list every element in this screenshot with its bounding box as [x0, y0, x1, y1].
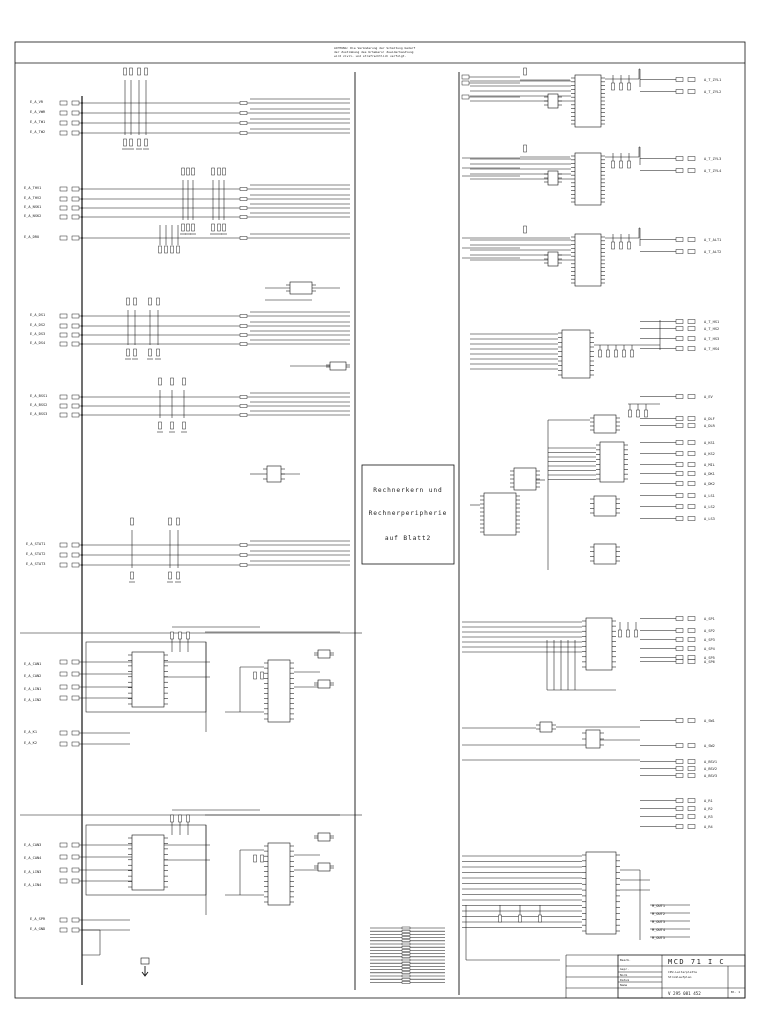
- svg-text:E_A_LIN4: E_A_LIN4: [24, 883, 41, 887]
- center-label-block: Rechnerkern und Rechnerperipherie auf Bl…: [361, 464, 455, 565]
- svg-text:M_OUT3: M_OUT3: [652, 920, 665, 924]
- svg-text:A_R3: A_R3: [704, 815, 713, 819]
- svg-text:E_A_TW2: E_A_TW2: [30, 130, 45, 134]
- svg-text:A_T_HS1: A_T_HS1: [704, 320, 719, 324]
- svg-text:A_DK1: A_DK1: [704, 472, 715, 476]
- svg-text:E_A_LIN3: E_A_LIN3: [24, 870, 41, 874]
- svg-text:E_A_GND: E_A_GND: [30, 927, 45, 931]
- svg-text:ACHTUNG: Die Veränderung der S: ACHTUNG: Die Veränderung der Schaltung b…: [334, 46, 415, 50]
- svg-text:E_A_DS3: E_A_DS3: [30, 332, 45, 336]
- svg-text:A_T_ALT2: A_T_ALT2: [704, 250, 721, 254]
- svg-text:Gepr.: Gepr.: [620, 967, 629, 971]
- svg-text:E_A_CAN4: E_A_CAN4: [24, 856, 41, 860]
- svg-text:A_SP4: A_SP4: [704, 647, 715, 651]
- svg-text:E_A_SPR: E_A_SPR: [30, 917, 46, 921]
- svg-text:Datum: Datum: [620, 978, 629, 982]
- svg-text:Rechnerperipherie: Rechnerperipherie: [369, 510, 448, 517]
- drawing-name: MCD 71 I C: [668, 958, 725, 966]
- svg-text:A_DLR: A_DLR: [704, 424, 716, 428]
- title-block: Bearb. Gepr. Norm Datum Name MCD 71 I C …: [565, 954, 746, 999]
- svg-text:E_A_NSK2: E_A_NSK2: [24, 214, 41, 218]
- ground-symbol: [140, 957, 150, 977]
- svg-text:A_KS1: A_KS1: [704, 441, 715, 445]
- svg-text:A_R4: A_R4: [704, 825, 713, 829]
- svg-text:E_A_DS4: E_A_DS4: [30, 341, 45, 345]
- drawing-number: V 295 081 452: [668, 991, 701, 996]
- svg-text:A_SP2: A_SP2: [704, 629, 715, 633]
- svg-text:A_SP5: A_SP5: [704, 656, 715, 660]
- svg-text:A_SP6: A_SP6: [704, 660, 715, 664]
- svg-text:E_A_STAT2: E_A_STAT2: [26, 552, 45, 556]
- svg-text:E_A_TW1: E_A_TW1: [30, 120, 45, 124]
- svg-text:E_A_K2: E_A_K2: [24, 741, 37, 745]
- svg-text:Bl. 1: Bl. 1: [731, 990, 740, 994]
- svg-text:E_A_CAN1: E_A_CAN1: [24, 662, 41, 666]
- svg-text:A_T_ZYL3: A_T_ZYL3: [704, 157, 721, 161]
- svg-text:A_T_ZYL4: A_T_ZYL4: [704, 169, 721, 173]
- svg-text:E_A_STAT3: E_A_STAT3: [26, 562, 45, 566]
- svg-text:A_T_HS4: A_T_HS4: [704, 347, 719, 351]
- svg-text:A_T_HS3: A_T_HS3: [704, 337, 719, 341]
- svg-text:A_DK2: A_DK2: [704, 482, 715, 486]
- svg-text:Norm: Norm: [620, 973, 627, 977]
- svg-text:der Zustimmung des Urhebers! Z: der Zustimmung des Urhebers! Zuwiderhand…: [334, 50, 414, 54]
- svg-text:M_OUT2: M_OUT2: [652, 912, 665, 916]
- svg-text:E_A_LIN1: E_A_LIN1: [24, 687, 41, 691]
- svg-text:E_A_K1: E_A_K1: [24, 730, 37, 734]
- svg-text:A_SP1: A_SP1: [704, 617, 715, 621]
- svg-text:Name: Name: [620, 983, 627, 987]
- svg-text:E_A_NSK1: E_A_NSK1: [24, 205, 41, 209]
- svg-text:M_OUT5: M_OUT5: [652, 936, 665, 940]
- svg-text:A_SW1: A_SW1: [704, 719, 715, 723]
- svg-text:Stromlaufplan: Stromlaufplan: [668, 975, 692, 979]
- svg-text:A_LS2: A_LS2: [704, 505, 715, 509]
- svg-text:E_A_STAT1: E_A_STAT1: [26, 542, 45, 546]
- left-input-labels: E_A_VR E_A_VWR E_A_TW1 E_A_TW2 E_A_THV1 …: [24, 100, 47, 931]
- svg-text:A_BSV3: A_BSV3: [704, 774, 717, 778]
- svg-text:A_MIL: A_MIL: [704, 463, 715, 467]
- svg-text:E_A_THV1: E_A_THV1: [24, 186, 41, 190]
- svg-text:A_T_ZYL2: A_T_ZYL2: [704, 90, 721, 94]
- svg-text:A_LS1: A_LS1: [704, 494, 715, 498]
- svg-text:A_T_ZYL1: A_T_ZYL1: [704, 78, 721, 82]
- svg-text:CPU-Leiterplatte: CPU-Leiterplatte: [668, 970, 697, 974]
- svg-text:A_SW2: A_SW2: [704, 744, 715, 748]
- svg-text:M_OUT4: M_OUT4: [652, 928, 665, 932]
- svg-text:E_A_DS2: E_A_DS2: [30, 323, 45, 327]
- svg-text:E_A_VWR: E_A_VWR: [30, 110, 46, 114]
- svg-text:E_A_CAN3: E_A_CAN3: [24, 843, 41, 847]
- svg-text:A_LS3: A_LS3: [704, 517, 715, 521]
- svg-text:auf Blatt2: auf Blatt2: [385, 535, 431, 542]
- svg-text:A_BSV1: A_BSV1: [704, 760, 717, 764]
- outer-frame: [14, 41, 746, 999]
- svg-text:A_T_ALT1: A_T_ALT1: [704, 238, 721, 242]
- svg-text:E_A_LIN2: E_A_LIN2: [24, 698, 41, 702]
- svg-text:A_EV: A_EV: [704, 395, 713, 399]
- svg-text:wird zivil- und strafrechtlich: wird zivil- und strafrechtlich verfolgt.: [334, 54, 406, 58]
- svg-text:Bearb.: Bearb.: [620, 958, 631, 962]
- svg-text:E_A_BSS3: E_A_BSS3: [30, 412, 47, 416]
- svg-text:E_A_DRU: E_A_DRU: [24, 235, 39, 239]
- svg-text:E_A_CAN2: E_A_CAN2: [24, 674, 41, 678]
- svg-text:A_R1: A_R1: [704, 799, 713, 803]
- svg-text:E_A_BSS1: E_A_BSS1: [30, 394, 47, 398]
- svg-text:Rechnerkern und: Rechnerkern und: [373, 487, 442, 494]
- header-note: ACHTUNG: Die Veränderung der Schaltung b…: [334, 46, 415, 58]
- svg-text:E_A_VR: E_A_VR: [30, 100, 44, 104]
- svg-text:A_SP3: A_SP3: [704, 638, 715, 642]
- svg-text:A_DLF: A_DLF: [704, 417, 715, 421]
- svg-text:E_A_THV2: E_A_THV2: [24, 196, 41, 200]
- svg-text:A_KS2: A_KS2: [704, 452, 715, 456]
- svg-text:A_R2: A_R2: [704, 807, 713, 811]
- svg-text:M_OUT1: M_OUT1: [652, 904, 665, 908]
- svg-text:E_A_BSS2: E_A_BSS2: [30, 403, 47, 407]
- svg-text:A_T_HS2: A_T_HS2: [704, 327, 719, 331]
- svg-text:E_A_DS1: E_A_DS1: [30, 313, 45, 317]
- svg-text:A_BSV2: A_BSV2: [704, 767, 717, 771]
- right-output-labels: A_T_ZYL1 A_T_ZYL2 A_T_ZYL3 A_T_ZYL4 A_T_…: [652, 78, 721, 940]
